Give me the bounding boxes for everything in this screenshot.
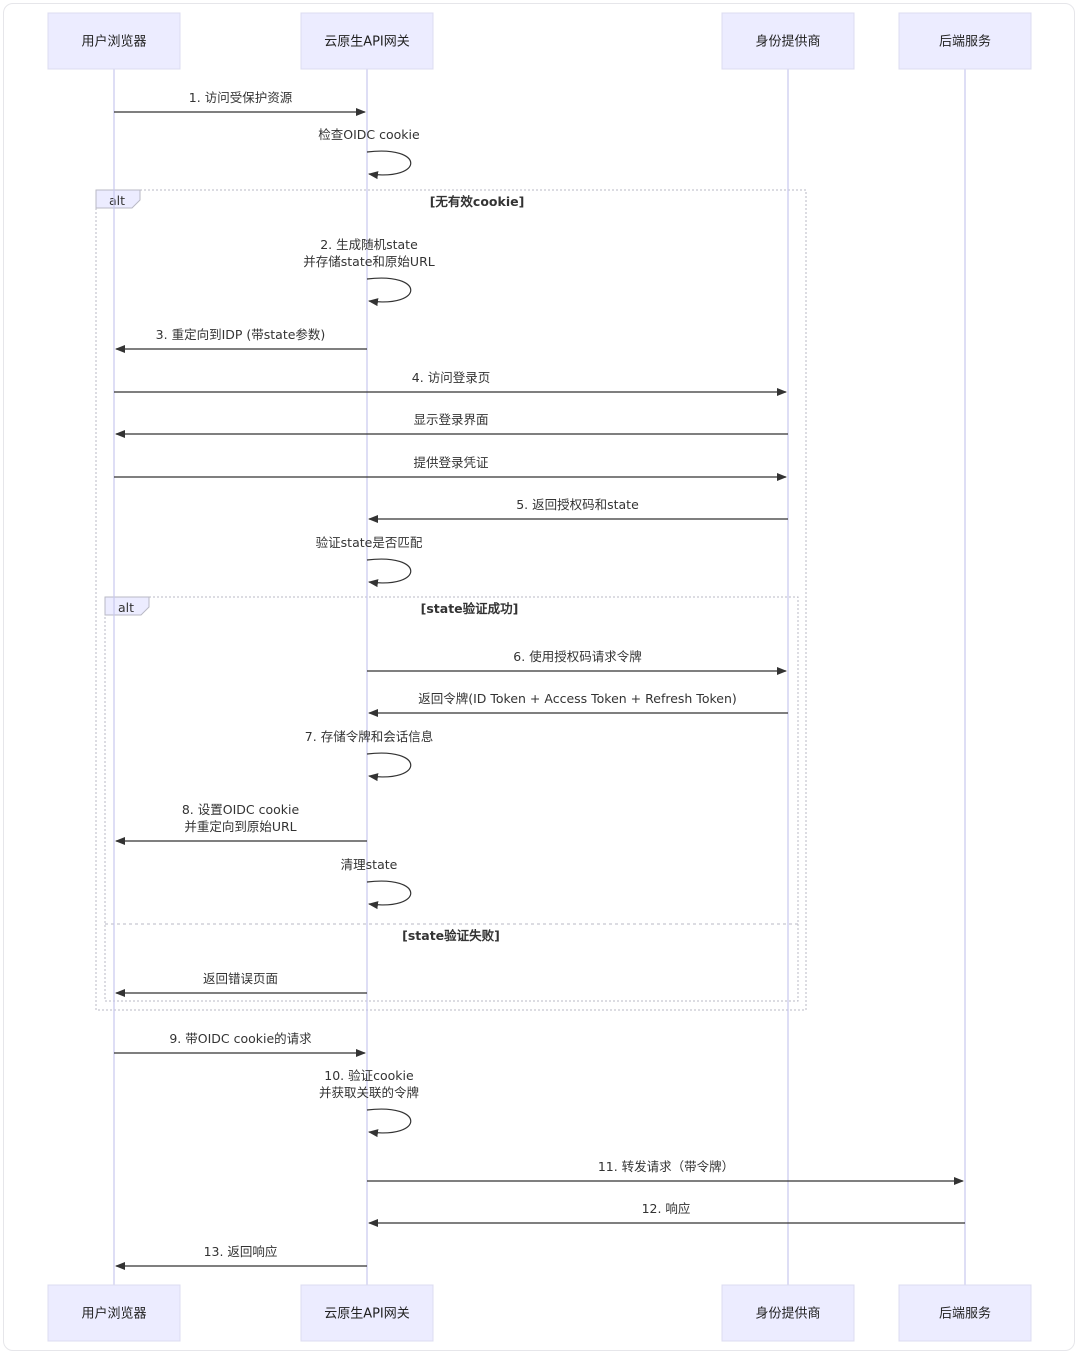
message-label: 显示登录界面 [413, 412, 488, 427]
actor-label: 后端服务 [939, 34, 991, 50]
actor-box [300, 1284, 434, 1342]
actor-gateway-top: 云原生API网关 [300, 12, 434, 70]
self-message-loop [366, 880, 412, 910]
message-18: 11. 转发请求（带令牌） [367, 1159, 964, 1185]
self-message-loop [366, 150, 412, 180]
message-label: 13. 返回响应 [204, 1244, 278, 1259]
message-label: 12. 响应 [642, 1201, 691, 1216]
message-label: 提供登录凭证 [413, 455, 489, 470]
message-17: 10. 验证cookie 并获取关联的令牌 [319, 1068, 419, 1138]
message-label: 并获取关联的令牌 [319, 1085, 419, 1100]
message-8: 5. 返回授权码和state [368, 497, 788, 523]
actor-idp-bottom: 身份提供商 [721, 1284, 855, 1342]
self-message-loop [366, 752, 412, 782]
message-9: 验证state是否匹配 [316, 535, 423, 588]
actor-backend-bottom: 后端服务 [898, 1284, 1032, 1342]
message-label: 1. 访问受保护资源 [189, 90, 293, 105]
actor-label: 后端服务 [939, 1306, 991, 1322]
message-11: 返回令牌(ID Token + Access Token + Refresh T… [368, 691, 788, 717]
message-label: 2. 生成随机state [320, 237, 418, 252]
actor-box [898, 1284, 1032, 1342]
alt-fragment-label: alt [109, 193, 125, 208]
message-label: 7. 存储令牌和会话信息 [305, 729, 433, 744]
alt-fragment-label: alt [118, 600, 134, 615]
actor-gateway-bottom: 云原生API网关 [300, 1284, 434, 1342]
alt-condition: [state验证成功] [421, 601, 519, 616]
message-label: 返回令牌(ID Token + Access Token + Refresh T… [418, 691, 737, 706]
message-13: 8. 设置OIDC cookie 并重定向到原始URL [115, 802, 367, 845]
message-3: 2. 生成随机state 并存储state和原始URL [303, 237, 435, 307]
message-label: 11. 转发请求（带令牌） [598, 1159, 734, 1174]
message-label: 清理state [341, 857, 398, 872]
actor-label: 身份提供商 [755, 34, 820, 50]
actor-browser-top: 用户浏览器 [47, 12, 181, 70]
alt-fragment-tab [95, 189, 141, 209]
message-label: 并重定向到原始URL [184, 819, 296, 834]
alt-fragment-box [104, 596, 799, 1002]
alt-condition: [state验证失败] [402, 928, 500, 943]
message-label: 并存储state和原始URL [303, 254, 434, 269]
actor-idp-top: 身份提供商 [721, 12, 855, 70]
message-6: 显示登录界面 [115, 412, 788, 438]
message-label: 返回错误页面 [203, 971, 278, 986]
actor-box [721, 12, 855, 70]
message-label: 9. 带OIDC cookie的请求 [169, 1031, 312, 1046]
message-20: 13. 返回响应 [115, 1244, 367, 1270]
diagram-frame [3, 3, 1075, 1351]
message-label: 5. 返回授权码和state [516, 497, 639, 512]
message-19: 12. 响应 [368, 1201, 965, 1227]
message-10: 6. 使用授权码请求令牌 [367, 649, 787, 675]
alt-condition: [无有效cookie] [430, 194, 525, 209]
self-message-loop [366, 1108, 412, 1138]
message-12: 7. 存储令牌和会话信息 [305, 729, 433, 782]
message-2: 检查OIDC cookie [318, 127, 420, 180]
message-5: 4. 访问登录页 [114, 370, 787, 396]
message-label: 4. 访问登录页 [412, 370, 490, 385]
actor-box [47, 12, 181, 70]
actor-label: 云原生API网关 [324, 35, 410, 50]
actor-browser-bottom: 用户浏览器 [47, 1284, 181, 1342]
actor-box [300, 12, 434, 70]
message-label: 6. 使用授权码请求令牌 [513, 649, 641, 664]
alt-fragment-tab [104, 596, 150, 616]
actor-box [721, 1284, 855, 1342]
actor-box [898, 12, 1032, 70]
message-4: 3. 重定向到IDP (带state参数) [115, 327, 367, 353]
actor-backend-top: 后端服务 [898, 12, 1032, 70]
message-label: 验证state是否匹配 [316, 535, 423, 550]
self-message-loop [366, 558, 412, 588]
message-16: 9. 带OIDC cookie的请求 [114, 1031, 366, 1057]
message-label: 8. 设置OIDC cookie [182, 802, 300, 817]
message-14: 清理state [341, 857, 412, 910]
self-message-loop [366, 277, 412, 307]
actor-label: 云原生API网关 [324, 1307, 410, 1322]
message-label: 3. 重定向到IDP (带state参数) [156, 327, 326, 342]
message-15: 返回错误页面 [115, 971, 367, 997]
actor-label: 用户浏览器 [81, 1306, 146, 1322]
actor-label: 身份提供商 [755, 1306, 820, 1322]
actor-label: 用户浏览器 [81, 34, 146, 50]
alt-fragment-box [95, 189, 807, 1011]
message-1: 1. 访问受保护资源 [114, 90, 366, 116]
actor-box [47, 1284, 181, 1342]
message-7: 提供登录凭证 [114, 455, 787, 481]
message-label: 10. 验证cookie [324, 1068, 414, 1083]
message-label: 检查OIDC cookie [318, 127, 420, 142]
